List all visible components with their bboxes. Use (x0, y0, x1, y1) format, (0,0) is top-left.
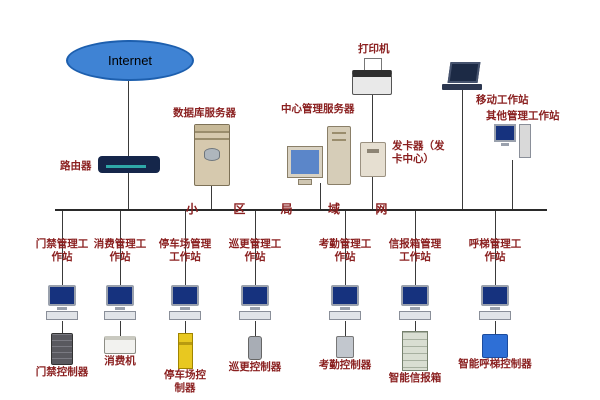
connector-line (255, 321, 256, 336)
connector-line (345, 211, 346, 285)
card-issuer-label: 发卡器（发卡中心） (392, 140, 445, 166)
device-label: 门禁控制器 (35, 366, 89, 378)
attendance-controller-icon (336, 336, 354, 358)
other-station-label: 其他管理工作站 (486, 110, 560, 122)
printer-icon (352, 58, 392, 95)
workstation-computer-icon (46, 285, 78, 320)
device-label: 巡更控制器 (228, 361, 282, 373)
printer-label: 打印机 (358, 43, 390, 55)
parking-controller-icon (178, 333, 193, 369)
internet-label: Internet (107, 53, 153, 68)
connector-line (120, 211, 121, 285)
connector-line (128, 77, 129, 156)
connector-line (372, 175, 373, 210)
other-station-icon (494, 124, 531, 158)
patrol-controller-icon (248, 336, 262, 360)
mobile-station-label: 移动工作站 (476, 94, 529, 106)
access-controller-icon (51, 333, 73, 365)
device-label: 考勤控制器 (318, 359, 372, 371)
workstation-computer-icon (399, 285, 431, 320)
connector-line (462, 90, 463, 210)
connector-line (495, 321, 496, 334)
internet-cloud: Internet (66, 40, 194, 81)
workstation-label: 信报箱管理工作站 (388, 238, 442, 264)
central-server-icon (288, 126, 351, 185)
router-label: 路由器 (60, 160, 92, 172)
lan-bus-line (55, 209, 547, 211)
workstation-computer-icon (239, 285, 271, 320)
connector-line (62, 211, 63, 285)
database-server-icon (194, 124, 230, 186)
workstation-label: 考勤管理工作站 (318, 238, 372, 264)
workstation-label: 消费管理工作站 (93, 238, 147, 264)
workstation-computer-icon (329, 285, 361, 320)
connector-line (415, 321, 416, 331)
database-cylinder-icon (204, 148, 220, 161)
laptop-icon (442, 62, 482, 90)
workstation-label: 呼梯管理工作站 (468, 238, 522, 264)
lan-bus-label: 小 区 局 域 网 (186, 202, 404, 216)
connector-line (320, 183, 321, 210)
card-issuer-icon (360, 142, 386, 177)
workstation-computer-icon (479, 285, 511, 320)
connector-line (372, 90, 373, 142)
pos-machine-icon (104, 336, 136, 354)
connector-line (185, 211, 186, 285)
device-label: 停车场控制器 (164, 369, 206, 395)
smart-mailbox-icon (402, 331, 428, 371)
elevator-controller-icon (482, 334, 508, 358)
connector-line (255, 211, 256, 285)
connector-line (120, 321, 121, 336)
workstation-label: 门禁管理工作站 (35, 238, 89, 264)
workstation-label: 巡更管理工作站 (228, 238, 282, 264)
workstation-computer-icon (169, 285, 201, 320)
workstation-label: 停车场管理工作站 (158, 238, 212, 264)
connector-line (128, 173, 129, 210)
router-icon (98, 156, 160, 173)
central-server-label: 中心管理服务器 (281, 103, 355, 115)
connector-line (211, 184, 212, 210)
database-server-label: 数据库服务器 (173, 107, 236, 119)
device-label: 智能呼梯控制器 (458, 358, 532, 370)
connector-line (185, 321, 186, 333)
connector-line (415, 211, 416, 285)
connector-line (62, 321, 63, 333)
device-label: 智能信报箱 (388, 372, 442, 384)
connector-line (345, 321, 346, 336)
device-label: 消费机 (104, 355, 136, 367)
connector-line (512, 160, 513, 210)
connector-line (495, 211, 496, 285)
workstation-computer-icon (104, 285, 136, 320)
